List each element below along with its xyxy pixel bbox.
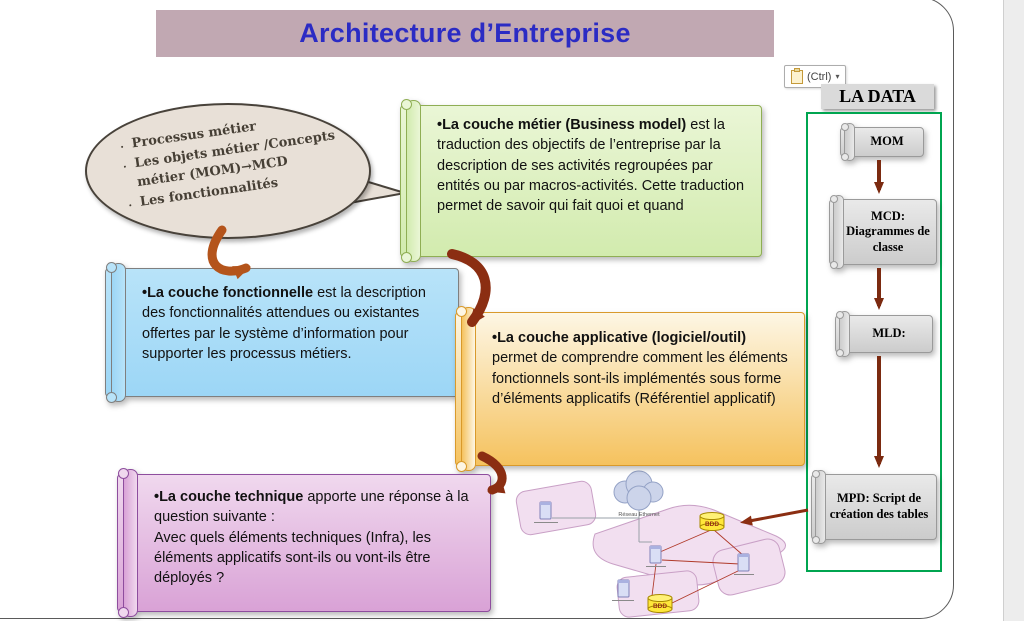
scroll-curl-icon — [118, 607, 129, 618]
paste-button-label: (Ctrl) — [807, 70, 832, 83]
scroll-curl-icon — [456, 461, 467, 472]
functional-layer-text: •La couche fonctionnelle est la descript… — [142, 285, 426, 362]
right-gutter — [1003, 0, 1024, 621]
page-edge — [0, 0, 954, 619]
database-icon: BDD — [699, 512, 725, 531]
node-mcd[interactable]: MCD: Diagrammes de classe — [829, 195, 937, 269]
node-mcd-label: MCD: Diagrammes de classe — [846, 208, 930, 254]
scroll-curl-icon — [812, 470, 820, 478]
scroll-curl-icon — [836, 311, 844, 319]
node-mld[interactable]: MLD: — [835, 311, 933, 357]
page-title: Architecture d’Entreprise — [299, 18, 631, 48]
functional-layer-scroll[interactable]: •La couche fonctionnelle est la descript… — [105, 262, 459, 403]
server-icon — [539, 501, 750, 598]
node-mom-label: MOM — [870, 134, 904, 149]
applicative-layer-text: •La couche applicative (logiciel/outil) … — [492, 330, 788, 407]
cloud-icon — [613, 470, 664, 511]
business-layer-scroll[interactable]: •La couche métier (Business model) est l… — [400, 99, 762, 263]
connection-lines-red — [651, 529, 745, 605]
database-icon: BDD — [647, 594, 673, 613]
scroll-curl-icon — [401, 252, 412, 263]
speech-bubble-text: Processus métier Les objets métier /Conc… — [115, 106, 346, 214]
scroll-curl-icon — [106, 392, 117, 403]
scroll-curl-icon — [106, 262, 117, 273]
node-mpd-label: MPD: Script de création des tables — [829, 491, 929, 521]
fake-caption-lines — [534, 522, 754, 601]
db-label: BDD — [705, 521, 719, 528]
node-mpd[interactable]: MPD: Script de création des tables — [811, 470, 937, 544]
scroll-curl-icon — [812, 536, 820, 544]
technical-layer-text: •La couche technique apporte une réponse… — [154, 489, 469, 587]
scroll-curl-icon — [841, 153, 849, 161]
scroll-curl-icon — [836, 349, 844, 357]
applicative-layer-scroll[interactable]: •La couche applicative (logiciel/outil) … — [455, 306, 805, 472]
scroll-curl-icon — [401, 99, 412, 110]
slide-title-band[interactable]: Architecture d’Entreprise — [156, 10, 774, 57]
connection-lines — [552, 508, 652, 543]
scroll-curl-icon — [830, 195, 838, 203]
speech-bubble[interactable]: Processus métier Les objets métier /Conc… — [85, 103, 371, 239]
data-panel-header[interactable]: LA DATA — [821, 84, 934, 109]
paste-options-button[interactable]: (Ctrl) ▾ — [784, 65, 847, 88]
node-mld-label: MLD: — [872, 326, 906, 341]
network-diagram[interactable]: Réseau Ethernet BDD BDD — [500, 456, 810, 621]
clipboard-icon — [791, 67, 803, 84]
data-panel-frame — [806, 112, 942, 572]
node-mom[interactable]: MOM — [840, 123, 924, 161]
scroll-curl-icon — [830, 261, 838, 269]
business-layer-text: •La couche métier (Business model) est l… — [437, 117, 745, 215]
scroll-curl-icon — [841, 123, 849, 131]
scroll-curl-icon — [118, 468, 129, 479]
data-panel-title: LA DATA — [839, 86, 916, 106]
technical-layer-scroll[interactable]: •La couche technique apporte une réponse… — [117, 468, 491, 618]
chevron-down-icon: ▾ — [835, 72, 840, 81]
network-label: Réseau Ethernet — [618, 512, 660, 518]
db-label: BDD — [653, 603, 667, 610]
